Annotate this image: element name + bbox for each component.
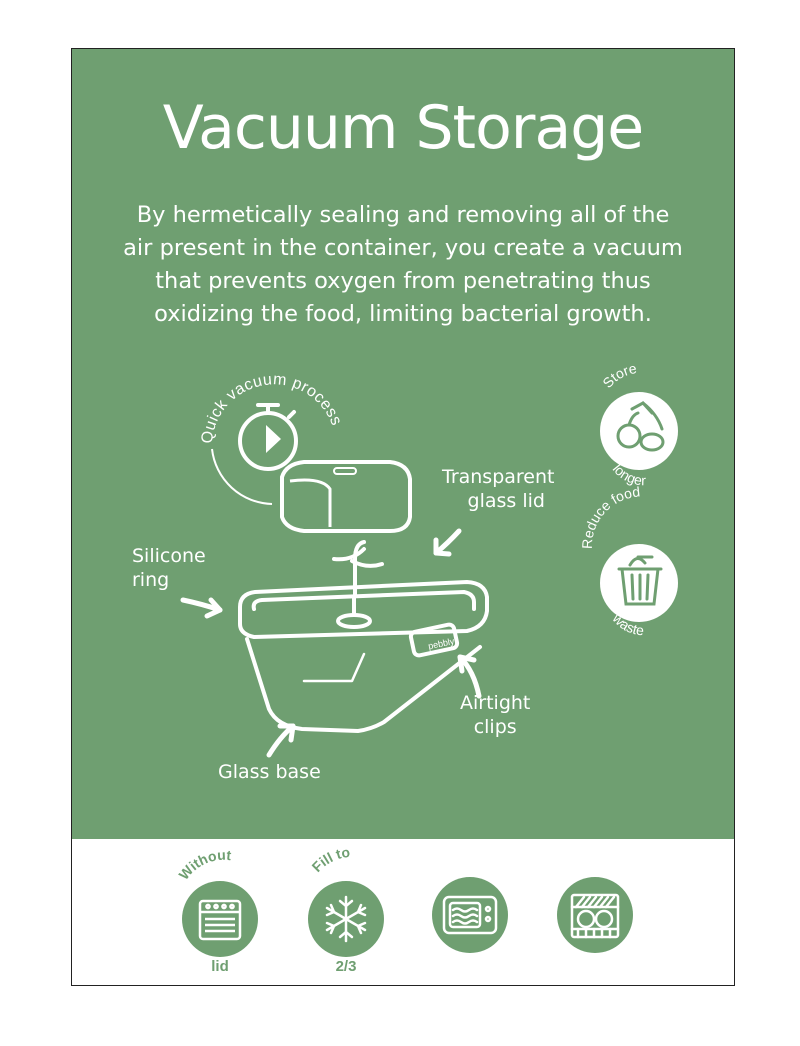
page-title: Vacuum Storage: [162, 93, 644, 163]
oven-top-label: Without: [176, 847, 233, 883]
vacuum-valve-icon: [332, 540, 384, 629]
silicone-ring-label: Silicone ring: [132, 544, 206, 592]
green-panel: Vacuum Storage By hermetically sealing a…: [72, 49, 734, 839]
pointer-arrows: [180, 528, 482, 758]
freezer-top-label: Fill to: [309, 844, 351, 875]
airtight-clips-line1: Airtight: [460, 692, 531, 714]
silicone-ring-line2: ring: [132, 569, 170, 591]
info-card: Vacuum Storage By hermetically sealing a…: [71, 48, 735, 986]
microwave-icon: [442, 895, 498, 935]
container-diagram: Quick vacuum process: [180, 360, 678, 758]
freezer-bottom-label: 2/3: [336, 958, 357, 975]
store-badge-top: Store: [599, 360, 638, 391]
dishwasher-icon: [570, 893, 620, 939]
stopwatch-icon: [238, 403, 298, 471]
transparent-lid-line1: Transparent: [442, 466, 555, 488]
usage-icons-row: Without lid Fill to 2/3: [176, 844, 633, 975]
glass-container-icon: [238, 580, 489, 733]
oven-bottom-label: lid: [211, 958, 229, 975]
airtight-clips-label: Airtight clips: [460, 691, 530, 739]
transparent-lid-label: Transparent glass lid: [442, 465, 555, 513]
glass-base-label: Glass base: [218, 761, 321, 783]
arc-line: [211, 448, 273, 505]
description-text: By hermetically sealing and removing all…: [123, 202, 683, 327]
silicone-ring-line1: Silicone: [132, 545, 206, 567]
dishwasher-badge: [557, 877, 633, 953]
snowflake-freezer-icon: [325, 895, 367, 943]
vacuum-pump-icon: [280, 460, 412, 533]
reduce-badge-top: Reduce food: [579, 483, 641, 549]
oven-icon: [198, 899, 242, 941]
trash-bin-icon: [617, 555, 663, 606]
airtight-clips-line2: clips: [473, 716, 517, 738]
transparent-lid-line2: glass lid: [467, 490, 545, 512]
food-lemon-apple-icon: [616, 401, 665, 452]
